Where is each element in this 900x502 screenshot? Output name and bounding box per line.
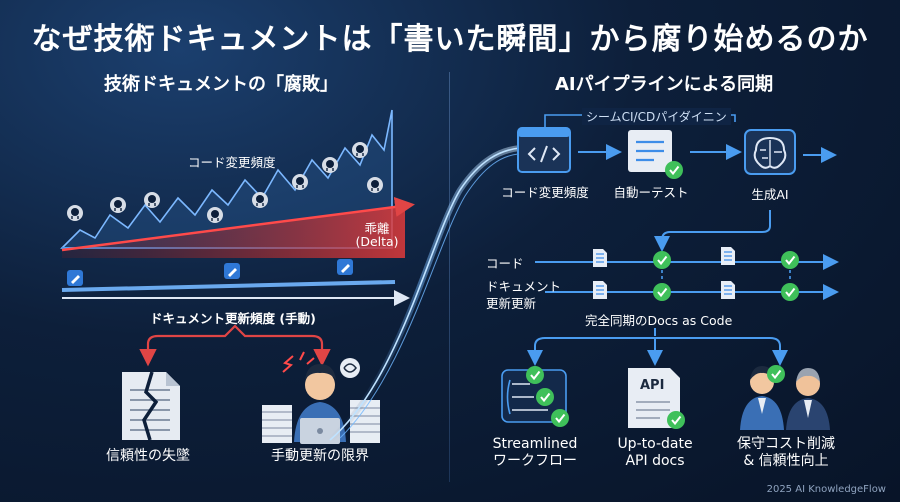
broken-document-icon bbox=[122, 371, 180, 441]
output-cost-caption: 保守コスト削減 & 信頼性向上 bbox=[726, 436, 846, 470]
team-icon bbox=[740, 364, 830, 430]
row-code-label: コード bbox=[486, 256, 524, 271]
trust-loss-caption: 信頼性の失墜 bbox=[106, 448, 190, 464]
split-brace bbox=[146, 324, 324, 360]
pencil-icon bbox=[337, 259, 353, 275]
row-doc-label: ドキュメント bbox=[486, 279, 562, 294]
doc-frequency-label: ドキュメント更新頻度 (手動) bbox=[150, 311, 316, 326]
github-icon bbox=[251, 191, 269, 209]
document-icon bbox=[720, 280, 736, 300]
workflow-icon bbox=[501, 365, 570, 428]
github-icon bbox=[206, 206, 224, 224]
github-icon bbox=[351, 141, 369, 159]
api-badge: API bbox=[640, 378, 665, 393]
step-code-label: コード変更頻度 bbox=[501, 185, 589, 200]
page-title: なぜ技術ドキュメントは「書いた瞬間」から腐り始めるのか bbox=[31, 22, 869, 57]
footer-credit: 2025 AI KnowledgeFlow bbox=[766, 484, 886, 495]
sync-label: 完全同期のDocs as Code bbox=[585, 313, 733, 328]
doc-update-line bbox=[61, 280, 396, 292]
output-workflow-caption: Streamlined ワークフロー bbox=[480, 436, 590, 470]
output-workflow-line2: ワークフロー bbox=[493, 453, 577, 469]
output-api-caption: Up-to-date API docs bbox=[600, 436, 710, 470]
pipeline-label: シームCI/CDパイダイニン bbox=[582, 108, 731, 125]
github-icon bbox=[291, 173, 309, 191]
output-branch bbox=[534, 328, 781, 360]
github-icon bbox=[366, 176, 384, 194]
delta-sublabel: (Delta) bbox=[355, 234, 399, 249]
step-ai-label: 生成AI bbox=[751, 187, 789, 202]
left-section-title: 技術ドキュメントの「腐敗」 bbox=[104, 74, 338, 95]
output-api-line2: API docs bbox=[625, 453, 685, 469]
ai-brain-icon bbox=[744, 129, 796, 175]
check-icon bbox=[780, 282, 800, 302]
api-docs-icon bbox=[628, 368, 686, 430]
manual-limit-caption: 手動更新の限界 bbox=[271, 448, 369, 464]
document-icon bbox=[720, 246, 736, 266]
stressed-person-icon bbox=[262, 351, 380, 444]
check-icon bbox=[780, 250, 800, 270]
section-divider bbox=[449, 72, 450, 482]
delta-wedge bbox=[62, 205, 405, 258]
pencil-icon bbox=[67, 270, 83, 286]
output-api-line1: Up-to-date bbox=[617, 436, 693, 452]
code-window-icon bbox=[517, 127, 571, 173]
document-icon bbox=[592, 280, 608, 300]
github-icon bbox=[109, 196, 127, 214]
delta-label: 乖離 bbox=[364, 221, 390, 236]
check-icon bbox=[652, 250, 672, 270]
row-doc-label-2: 更新更新 bbox=[486, 296, 537, 311]
output-cost-line2: & 信頼性向上 bbox=[743, 453, 829, 469]
code-frequency-label: コード変更頻度 bbox=[188, 155, 276, 170]
github-icon bbox=[321, 156, 339, 174]
github-icon bbox=[143, 191, 161, 209]
test-checklist-icon bbox=[628, 130, 684, 180]
step-test-label: 自動ーテスト bbox=[613, 185, 689, 200]
github-icon bbox=[66, 204, 84, 222]
output-workflow-line1: Streamlined bbox=[492, 436, 578, 452]
delta-arrow bbox=[61, 197, 415, 252]
check-icon bbox=[652, 282, 672, 302]
output-cost-line1: 保守コスト削減 bbox=[737, 436, 835, 452]
pencil-icon bbox=[224, 263, 240, 279]
right-section-title: AIパイプラインによる同期 bbox=[555, 74, 774, 95]
document-icon bbox=[592, 248, 608, 268]
